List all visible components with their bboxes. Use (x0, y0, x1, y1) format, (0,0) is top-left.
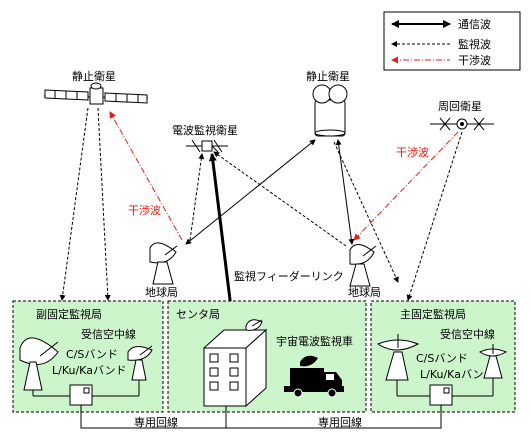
center-station-title: センタ局 (176, 308, 220, 321)
geo-satellite-left-icon (43, 82, 149, 105)
center-building-icon (202, 319, 268, 408)
monitor-orbit-to-main (406, 131, 463, 301)
monitor-right-station-to-msat (213, 151, 347, 247)
earth-station-left-label: 地球局 (145, 285, 178, 299)
earth-station-right-label: 地球局 (348, 285, 381, 299)
interference-left-label: 干渉波 (128, 203, 161, 217)
sub-station-band1: C/Sバンド (66, 348, 118, 361)
main-big-dish-icon (376, 334, 420, 381)
geo-left-label: 静止衛星 (72, 69, 116, 83)
monitoring-satellite-icon (186, 139, 228, 153)
leased-line-left (80, 405, 227, 429)
main-station-box: 主固定監視局 受信空中線 C/Sバンド L/Ku/Kaバンド (370, 300, 516, 413)
legend-communication-label: 通信波 (458, 18, 491, 31)
legend-monitoring-label: 監視波 (458, 37, 491, 51)
geo-right-label: 静止衛星 (306, 69, 350, 83)
comm-link-left (185, 139, 316, 245)
comm-link-right (335, 139, 355, 245)
sub-station-antenna-label: 受信空中線 (81, 327, 136, 341)
leased-line-left-label: 専用回線 (134, 415, 178, 429)
monitor-geo-left-to-sub-1 (59, 107, 89, 301)
sub-big-dish-icon (19, 337, 59, 391)
sub-station-box: 副固定監視局 受信空中線 C/Sバンド L/Ku/Kaバンド (12, 300, 164, 413)
monitor-satellite-label: 電波監視衛星 (172, 123, 238, 137)
feeder-link-label: 監視フィーダーリンク (234, 269, 344, 283)
monitoring-vehicle-icon (284, 355, 344, 398)
orbiting-satellite-icon (430, 117, 494, 131)
earth-station-left-icon (149, 242, 178, 285)
main-station-band2: L/Ku/Kaバンド (420, 368, 495, 381)
interference-right-arrow (353, 131, 459, 241)
interference-right-label: 干渉波 (396, 145, 429, 159)
sub-small-dish-icon (127, 345, 153, 381)
leased-line-right (226, 405, 442, 429)
geo-satellite-right-icon (312, 84, 348, 137)
orbiting-label: 周回衛星 (438, 100, 482, 113)
main-station-antenna-label: 受信空中線 (440, 327, 495, 341)
sub-station-title: 副固定監視局 (36, 307, 102, 321)
main-station-band1: C/Sバンド (416, 352, 468, 365)
center-vehicle-label: 宇宙電波監視車 (276, 334, 353, 348)
leased-line-right-label: 専用回線 (318, 415, 362, 429)
sub-station-band2: L/Ku/Kaバンド (52, 364, 127, 377)
legend: 通信波 監視波 干渉波 (383, 11, 521, 71)
monitor-geo-left-to-sub-2 (97, 107, 111, 301)
main-small-dish-icon (479, 344, 508, 379)
center-station-box: センタ局 宇宙電波監視車 (167, 300, 367, 413)
interference-left-arrow (109, 111, 183, 241)
main-station-title: 主固定監視局 (400, 307, 466, 321)
legend-interference-label: 干渉波 (458, 53, 491, 67)
earth-station-right-icon (349, 244, 377, 287)
monitor-left-station-to-msat (189, 153, 205, 241)
monitor-geo-right-to-main (333, 141, 399, 283)
feeder-link (208, 153, 236, 317)
